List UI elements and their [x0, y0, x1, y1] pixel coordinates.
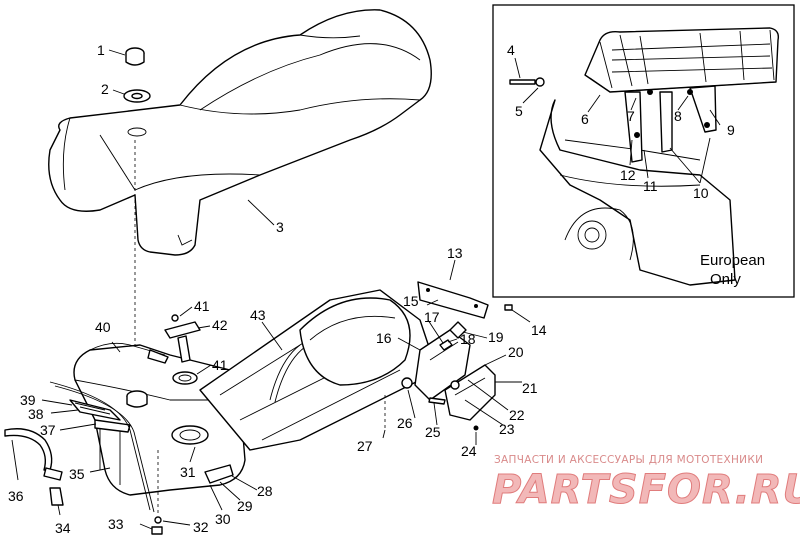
- drain-fasteners: 33 32 30 29 28: [108, 450, 273, 535]
- label-42: 42: [212, 317, 228, 333]
- label-33: 33: [108, 516, 124, 532]
- label-38: 38: [28, 406, 44, 422]
- label-29: 29: [237, 498, 253, 514]
- label-16: 16: [376, 330, 392, 346]
- fuel-tank: 31 40: [73, 319, 246, 496]
- fuel-cap-group: 1 2: [97, 42, 151, 103]
- label-28: 28: [257, 483, 273, 499]
- label-10: 10: [693, 185, 709, 201]
- european-rack-inset: 4 5 6 7 8 9 12 11 10 European Only: [492, 4, 795, 298]
- label-36: 36: [8, 488, 24, 504]
- label-32: 32: [193, 519, 209, 535]
- label-20: 20: [508, 344, 524, 360]
- label-43: 43: [250, 307, 266, 323]
- vent-hose-group: 39 38 37 35 36 34: [4, 381, 155, 536]
- watermark-brand: PARTSFOR.RU: [492, 467, 800, 513]
- fuel-sender-group: 41 42 41: [164, 298, 228, 385]
- label-19: 19: [488, 329, 504, 345]
- label-27: 27: [357, 438, 373, 454]
- watermark-tagline: ЗАПЧАСТИ И АКСЕССУАРЫ ДЛЯ МОТОТЕХНИКИ: [494, 454, 763, 466]
- label-6: 6: [581, 111, 589, 127]
- label-3: 3: [276, 219, 284, 235]
- flap-bracket-group: 13 15 14 17 16 18 19 20 21 22 23 26 25 2…: [357, 245, 547, 459]
- label-23: 23: [499, 421, 515, 437]
- label-41-top: 41: [194, 298, 210, 314]
- label-13: 13: [447, 245, 463, 261]
- label-21: 21: [522, 380, 538, 396]
- label-37: 37: [40, 422, 56, 438]
- label-41-bottom: 41: [212, 357, 228, 373]
- label-2: 2: [101, 81, 109, 97]
- label-14: 14: [531, 322, 547, 338]
- label-24: 24: [461, 443, 477, 459]
- label-1: 1: [97, 42, 105, 58]
- label-15: 15: [403, 293, 419, 309]
- label-4: 4: [507, 42, 515, 58]
- label-40: 40: [95, 319, 111, 335]
- label-7: 7: [627, 108, 635, 124]
- label-11: 11: [643, 178, 658, 194]
- label-25: 25: [425, 424, 441, 440]
- label-39: 39: [20, 392, 36, 408]
- label-30: 30: [215, 511, 231, 527]
- label-9: 9: [727, 122, 735, 138]
- frame-tunnel: 43: [199, 289, 431, 451]
- inset-caption-line1: European: [700, 252, 765, 269]
- inset-caption-line2: Only: [710, 271, 741, 288]
- label-26: 26: [397, 415, 413, 431]
- label-8: 8: [674, 108, 682, 124]
- seat: 3: [48, 9, 432, 256]
- label-5: 5: [515, 103, 523, 119]
- label-31: 31: [180, 464, 196, 480]
- label-22: 22: [509, 407, 525, 423]
- label-35: 35: [69, 466, 85, 482]
- label-18: 18: [460, 331, 476, 347]
- watermark: ЗАПЧАСТИ И АКСЕССУАРЫ ДЛЯ МОТОТЕХНИКИ PA…: [492, 454, 800, 514]
- label-12: 12: [620, 167, 636, 183]
- label-17: 17: [424, 309, 440, 325]
- label-34: 34: [55, 520, 71, 536]
